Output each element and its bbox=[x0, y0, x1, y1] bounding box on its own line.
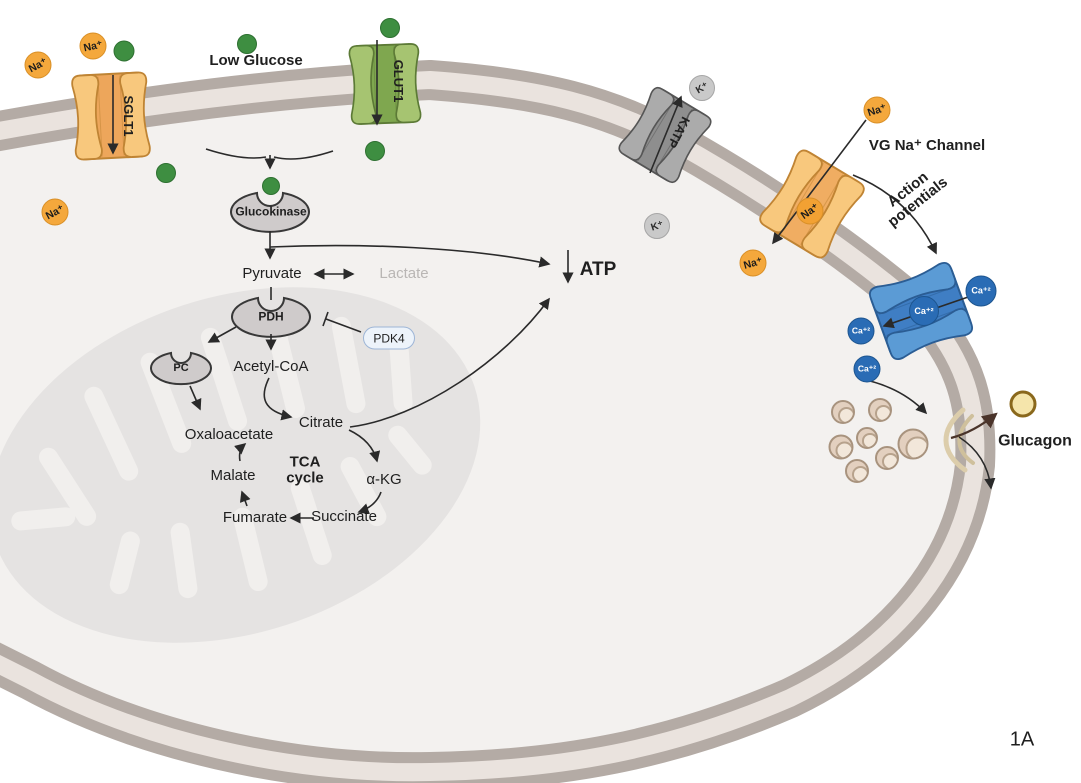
atp-label: ATP bbox=[579, 259, 617, 281]
secretory-vesicle bbox=[868, 398, 892, 422]
fumarate-label: Fumarate bbox=[222, 509, 288, 527]
pc-label: PC bbox=[173, 362, 189, 375]
glucose-funnel-right bbox=[273, 150, 334, 160]
pc-shape bbox=[150, 351, 212, 386]
glut1-label: GLUT1 bbox=[390, 59, 406, 103]
na-ion: Na⁺ bbox=[79, 32, 107, 60]
fusion-pore bbox=[943, 407, 975, 473]
lactate-label: Lactate bbox=[379, 265, 429, 283]
glucagon-granule bbox=[1009, 390, 1037, 418]
citrate-to-akg-arrow bbox=[348, 429, 381, 463]
k-ion: K⁺ bbox=[689, 75, 715, 101]
vg-na-channel-label: VG Na⁺ Channel bbox=[868, 137, 986, 155]
na-ion: Na⁺ bbox=[41, 198, 69, 226]
pdh-label: PDH bbox=[258, 309, 284, 324]
oxaloacetate-label: Oxaloacetate bbox=[184, 426, 274, 444]
fumarate-to-malate-arrow bbox=[239, 490, 251, 507]
glucokinase-shape bbox=[230, 191, 310, 233]
ca-to-vesicles-arrow bbox=[869, 380, 928, 415]
figure-label: 1A bbox=[1009, 728, 1035, 751]
pdk4-label: PDK4 bbox=[373, 331, 405, 345]
katp-efflux-arrow bbox=[649, 95, 683, 174]
sglt1-channel bbox=[71, 72, 151, 160]
na-ion: Na⁺ bbox=[863, 96, 891, 124]
succinate-label: Succinate bbox=[311, 508, 377, 526]
acetylcoa-to-citrate-arrow bbox=[263, 377, 293, 421]
tca-cycle-label: TCA cycle bbox=[286, 453, 324, 486]
tca-to-atp-arrow bbox=[349, 297, 550, 428]
pyruvate-label: Pyruvate bbox=[242, 265, 302, 283]
glucose-molecule bbox=[156, 163, 176, 183]
alpha-kg-label: α-KG bbox=[366, 471, 402, 489]
glut1-channel bbox=[349, 43, 421, 125]
glucagon-release-arrow bbox=[950, 412, 998, 440]
glucose-molecule bbox=[380, 18, 400, 38]
acetyl-coa-label: Acetyl-CoA bbox=[233, 358, 309, 376]
secretory-vesicle bbox=[831, 400, 855, 424]
na-influx-arrow bbox=[772, 119, 867, 245]
ca-ion: Ca⁺² bbox=[847, 317, 875, 345]
citrate-label: Citrate bbox=[298, 414, 344, 432]
ca-ion: Ca⁺² bbox=[965, 275, 997, 307]
secretory-vesicle bbox=[875, 446, 899, 470]
glucose-molecule bbox=[365, 141, 385, 161]
glucagon-label: Glucagon bbox=[998, 432, 1072, 450]
akg-to-succinate-arrow bbox=[357, 491, 382, 515]
na-ion: Na⁺ bbox=[24, 51, 52, 79]
pdh-to-pc-arrow bbox=[207, 326, 237, 343]
low-glucose-label: Low Glucose bbox=[209, 52, 303, 70]
ca-ion-in-channel: Ca⁺² bbox=[909, 296, 939, 326]
glucose-funnel-left bbox=[205, 148, 267, 159]
k-ion: K⁺ bbox=[644, 213, 670, 239]
glycolysis-to-atp-arrow bbox=[269, 244, 551, 268]
pc-to-oxaloacetate-arrow bbox=[189, 385, 202, 411]
glucose-molecule bbox=[113, 40, 135, 62]
na-ion: Na⁺ bbox=[739, 249, 767, 277]
glucose-molecule bbox=[237, 34, 257, 54]
malate-label: Malate bbox=[210, 467, 256, 485]
pdk4-badge: PDK4 bbox=[363, 326, 415, 350]
exocytosis-arrow bbox=[958, 436, 996, 490]
na-ion-in-channel: Na⁺ bbox=[796, 197, 824, 225]
enzyme-shapes bbox=[150, 191, 311, 386]
glucose-in-glucokinase bbox=[262, 177, 280, 195]
ca-ion: Ca⁺² bbox=[853, 355, 881, 383]
cristae bbox=[11, 316, 432, 599]
secretory-vesicle bbox=[845, 459, 869, 483]
action-potential-arrow bbox=[852, 174, 937, 255]
mitochondrion bbox=[0, 287, 481, 643]
secretory-vesicle bbox=[828, 434, 854, 460]
secretory-vesicle bbox=[897, 428, 929, 460]
malate-to-oxaloacetate-arrow bbox=[234, 442, 247, 462]
arrows bbox=[107, 40, 998, 524]
pdk4-inhibition-bar bbox=[322, 311, 362, 333]
sglt1-label: SGLT1 bbox=[120, 95, 136, 137]
secretory-vesicle bbox=[856, 427, 878, 449]
pdh-shape bbox=[231, 296, 311, 338]
glucokinase-label: Glucokinase bbox=[235, 204, 307, 219]
